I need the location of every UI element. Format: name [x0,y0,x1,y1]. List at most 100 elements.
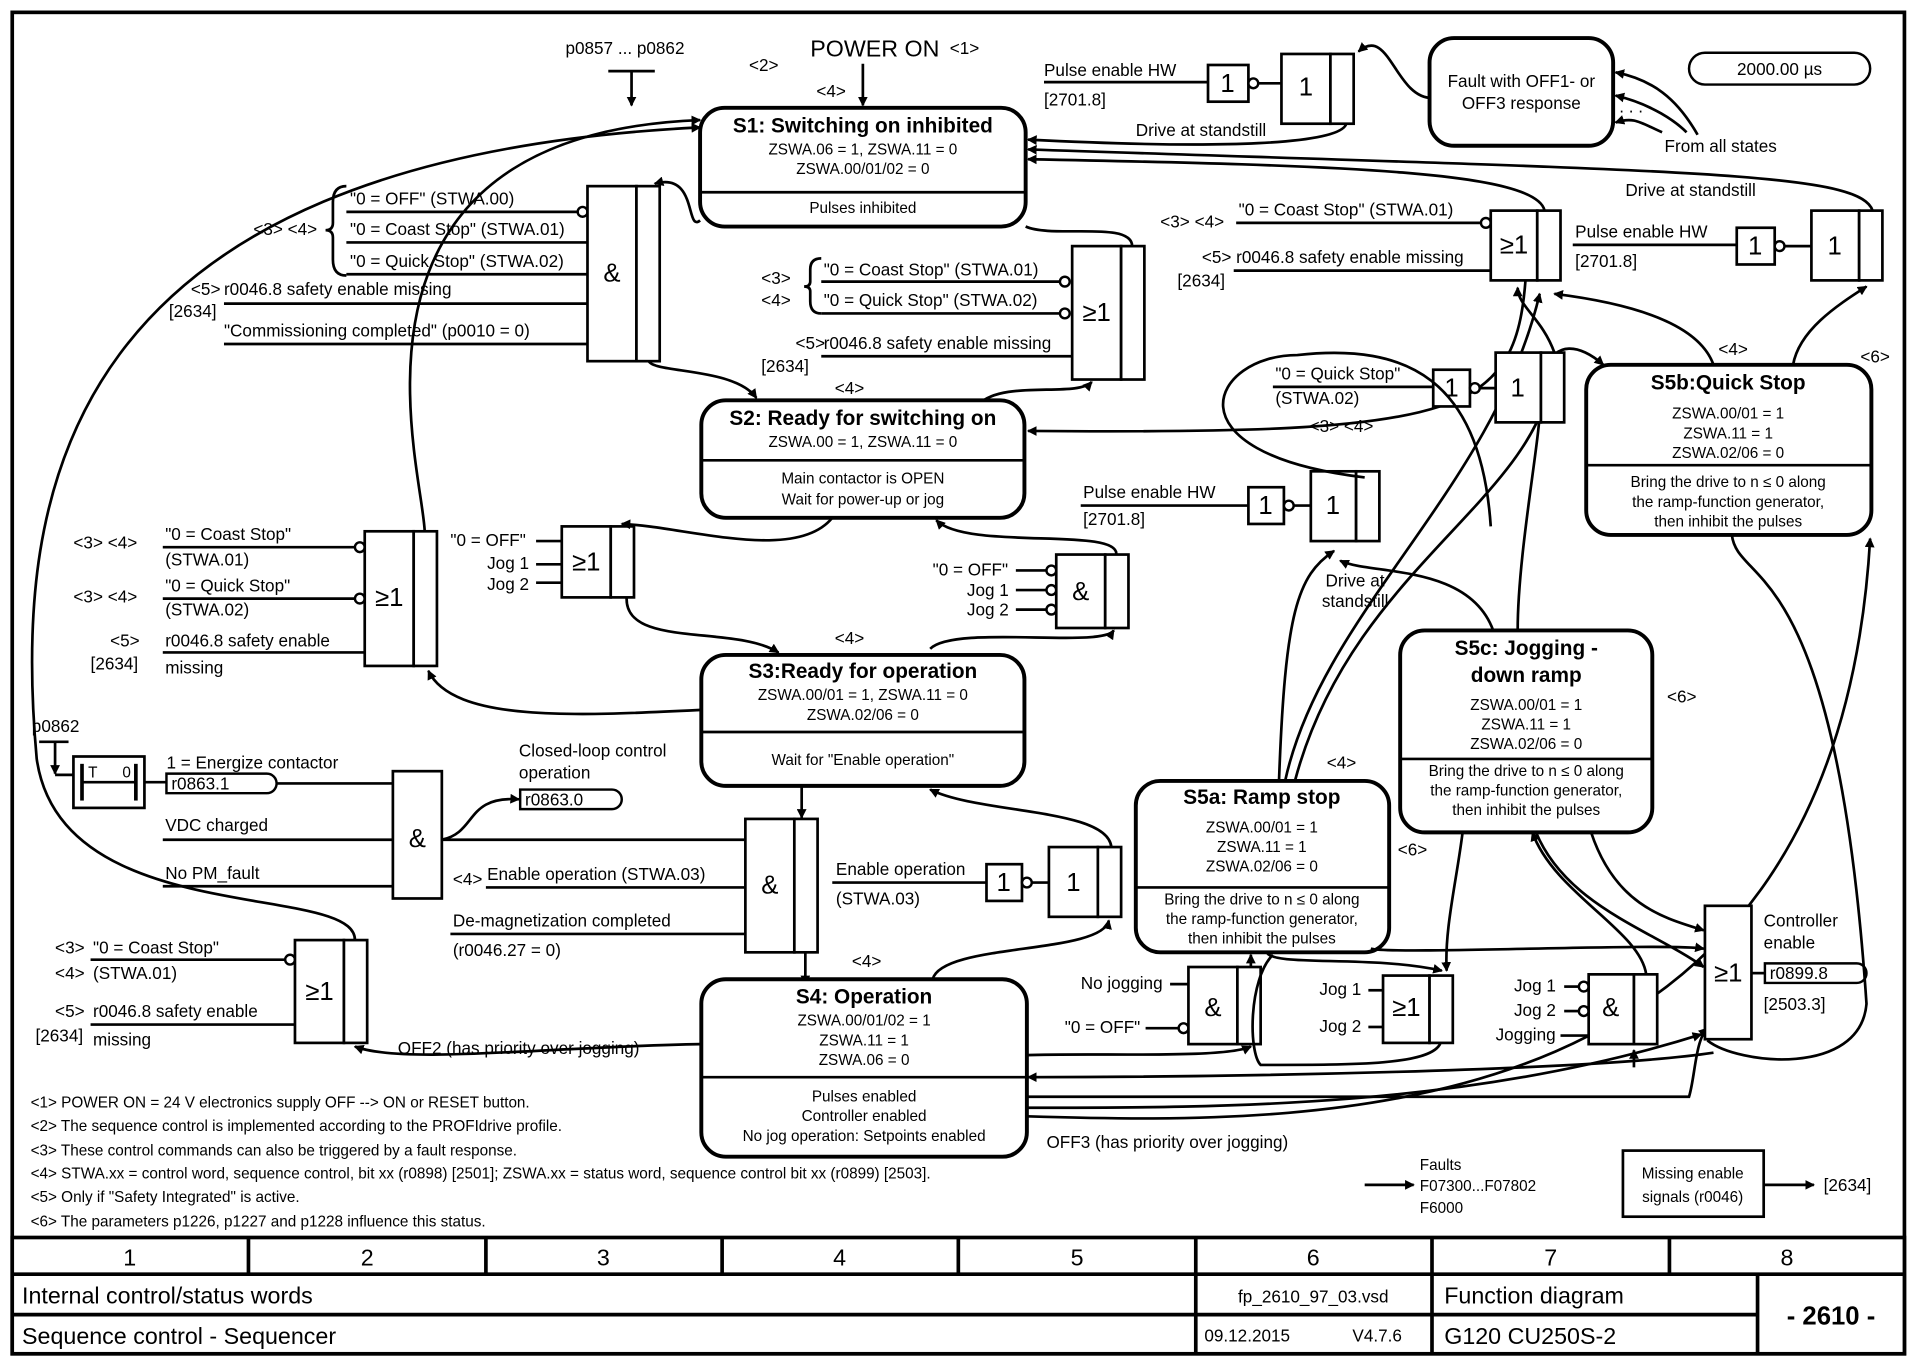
title-block: 1 2 3 4 5 6 7 8 Internal control/status … [10,1235,1907,1356]
svg-text:the ramp-function generator,: the ramp-function generator, [1166,911,1358,928]
svg-text:≥1: ≥1 [1392,994,1420,1022]
svg-text:1 = Energize contactor: 1 = Energize contactor [166,753,338,773]
svg-text:<3> <4>: <3> <4> [1310,416,1374,436]
svg-text:then inhibit the pulses: then inhibit the pulses [1188,931,1336,948]
svg-text:≥1: ≥1 [375,584,403,612]
svg-text:r0046.8 safety enable: r0046.8 safety enable [93,1001,258,1021]
svg-text:ZSWA.11 = 1: ZSWA.11 = 1 [819,1032,909,1049]
and-gate-no-jog [1187,965,1239,1046]
svg-text:S5c: Jogging -: S5c: Jogging - [1455,637,1598,660]
svg-text:<3> <4>: <3> <4> [73,532,137,552]
params-label: p0857 ... p0862 [565,38,684,58]
svg-text:"0 = Coast Stop": "0 = Coast Stop" [93,938,219,958]
svg-text:1: 1 [1326,492,1340,520]
svg-text:operation: operation [519,763,590,783]
svg-text:"0 = Coast Stop" (STWA.01): "0 = Coast Stop" (STWA.01) [824,259,1039,279]
svg-text:1: 1 [996,869,1010,897]
svg-text:ZSWA.11 = 1: ZSWA.11 = 1 [1683,425,1773,442]
svg-text:De-magnetization completed: De-magnetization completed [453,911,671,931]
svg-text:<4>: <4> [1718,339,1748,359]
svg-text:VDC charged: VDC charged [165,815,268,835]
svg-text:S4: Operation: S4: Operation [796,986,932,1009]
svg-text:signals (r0046): signals (r0046) [1642,1189,1743,1206]
svg-text:<5>: <5> [191,279,221,299]
svg-text:&: & [603,260,620,288]
svg-text:[2701.8]: [2701.8] [1083,509,1145,529]
svg-text:Jog 2: Jog 2 [1319,1016,1361,1036]
svg-text:ZSWA.02/06 = 0: ZSWA.02/06 = 0 [1672,445,1784,462]
svg-text:<6> The parameters p1226, p122: <6> The parameters p1226, p1227 and p122… [31,1213,486,1230]
svg-text:Pulse enable HW: Pulse enable HW [1083,482,1216,502]
drive-standstill-label-1: Drive at standstill [1136,120,1266,140]
svg-text:Controller: Controller [1764,911,1839,931]
svg-text:≥1: ≥1 [1714,960,1742,988]
svg-text:Pulses enabled: Pulses enabled [812,1089,917,1106]
svg-text:Controller enabled: Controller enabled [802,1108,927,1125]
svg-text:<4>: <4> [761,290,791,310]
svg-text:Wait for "Enable operation": Wait for "Enable operation" [772,752,955,769]
svg-text:missing: missing [93,1029,151,1049]
svg-text:<4>: <4> [1327,753,1357,773]
svg-text:No PM_fault: No PM_fault [165,863,259,883]
column-3: 3 [597,1245,610,1271]
and-gate-jogging [1587,973,1636,1046]
s1-title: S1: Switching on inhibited [733,114,993,137]
note-34-a: <3> <4> [253,219,317,239]
svg-text:ZSWA.11 = 1: ZSWA.11 = 1 [1481,717,1571,734]
svg-text:"0 = Quick Stop" (STWA.02): "0 = Quick Stop" (STWA.02) [824,290,1038,310]
svg-text:[2634]: [2634] [91,654,139,674]
or-gate-controller-enable [1703,904,1753,1041]
svg-text:F6000: F6000 [1420,1200,1463,1217]
svg-text:the ramp-function generator,: the ramp-function generator, [1632,494,1824,511]
svg-text:r0899.8: r0899.8 [1770,963,1828,983]
state-s5a: S5a: Ramp stop ZSWA.00/01 = 1 ZSWA.11 = … [1133,779,1392,955]
params-arrow [608,69,655,105]
svg-text:Bring the drive to n ≤ 0 along: Bring the drive to n ≤ 0 along [1429,763,1624,780]
svg-text:1: 1 [1828,233,1842,261]
svg-text:[2634]: [2634] [761,356,809,376]
svg-text:ZSWA.00/01 = 1: ZSWA.00/01 = 1 [1672,406,1784,423]
svg-text:≥1: ≥1 [305,978,333,1006]
svg-text:p0862: p0862 [32,716,80,736]
svg-text:2000.00 µs: 2000.00 µs [1737,59,1822,79]
svg-text:<4>: <4> [852,951,882,971]
svg-text:&: & [1204,994,1221,1022]
version: V4.7.6 [1352,1326,1402,1346]
svg-text:<5> Only if "Safety Integrated: <5> Only if "Safety Integrated" is activ… [31,1189,300,1206]
svg-text:S5a: Ramp stop: S5a: Ramp stop [1183,786,1340,809]
svg-text:Closed-loop control: Closed-loop control [519,740,667,760]
svg-text:<4>: <4> [835,378,865,398]
svg-text:<5>: <5> [1202,247,1232,267]
svg-text:down ramp: down ramp [1471,664,1582,687]
svg-text:<3>: <3> [55,938,85,958]
column-5: 5 [1071,1245,1084,1271]
r0863-0-connector: r0863.0 [518,788,623,811]
svg-text:<1> POWER ON = 24 V electronic: <1> POWER ON = 24 V electronics supply O… [31,1095,530,1112]
svg-text:Jog 1: Jog 1 [1319,979,1361,999]
state-s1: S1: Switching on inhibited ZSWA.06 = 1, … [698,105,1028,229]
svg-text:ZSWA.00/01 = 1, ZSWA.11 = 0: ZSWA.00/01 = 1, ZSWA.11 = 0 [758,687,968,704]
svg-text:"0 = Coast Stop": "0 = Coast Stop" [165,524,291,544]
svg-text:(STWA.01): (STWA.01) [165,550,249,570]
state-s3: S3:Ready for operation ZSWA.00/01 = 1, Z… [699,652,1027,788]
svg-text:Jog 2: Jog 2 [487,574,529,594]
note-1: <1> [950,38,980,58]
svg-text:<3> <4>: <3> <4> [1160,212,1224,232]
svg-text:standstill: standstill [1322,591,1389,611]
svg-text:Jogging: Jogging [1496,1024,1556,1044]
svg-text:OFF3 (has priority over joggin: OFF3 (has priority over jogging) [1046,1132,1288,1152]
svg-text:Jog 2: Jog 2 [967,600,1009,620]
svg-text:Pulse enable HW: Pulse enable HW [1575,222,1708,242]
svg-text:&: & [1072,578,1089,606]
svg-text:"0 = Quick Stop" (STWA.02): "0 = Quick Stop" (STWA.02) [350,251,564,271]
svg-text:(r0046.27 = 0): (r0046.27 = 0) [453,940,561,960]
svg-text:<5>: <5> [796,333,826,353]
svg-text:1: 1 [1299,74,1313,102]
svg-text:"0 = OFF": "0 = OFF" [933,559,1008,579]
and-gate-contactor [391,769,444,900]
cycle-time-badge: 2000.00 µs [1687,51,1872,86]
column-1: 1 [123,1245,136,1271]
svg-text:ZSWA.11 = 1: ZSWA.11 = 1 [1217,839,1307,856]
svg-text:(STWA.02): (STWA.02) [1275,388,1359,408]
r0863-1-connector: r0863.1 [165,772,278,795]
